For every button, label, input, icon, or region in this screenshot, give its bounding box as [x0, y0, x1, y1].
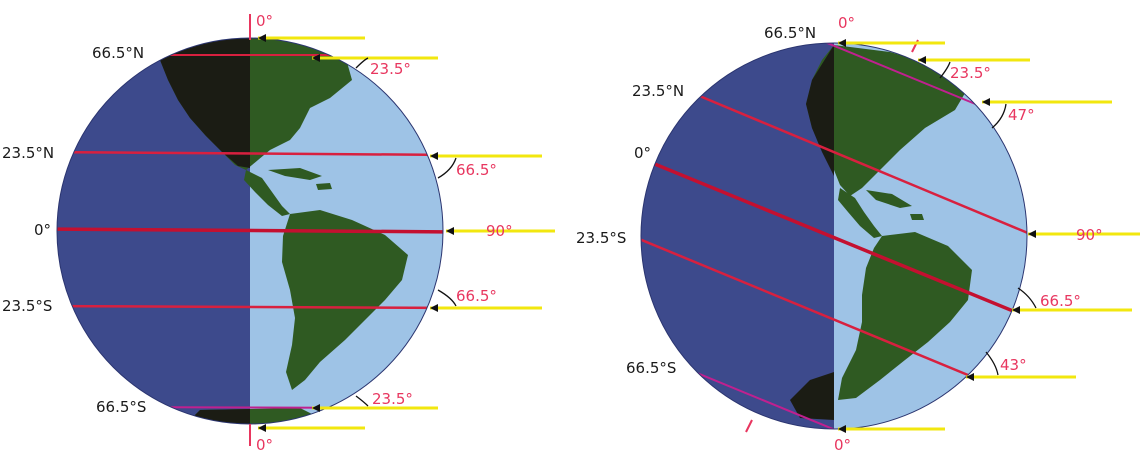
angle-arc	[355, 57, 369, 69]
equator-line	[57, 227, 443, 234]
latitude-line-66n	[819, 43, 991, 111]
right-label-23s: 23.5°S	[576, 229, 626, 247]
central-america-landmass	[838, 188, 882, 238]
equator-line	[641, 156, 1027, 320]
angle-arc	[355, 395, 369, 407]
left-label-23n: 23.5°N	[2, 144, 54, 162]
caribbean-islands	[268, 168, 332, 190]
right-globe: 66.5°N 23.5°N 0° 23.5°S 66.5°S 0° 23.5° …	[576, 14, 1140, 454]
angle-arc	[437, 289, 457, 307]
right-label-66n: 66.5°N	[764, 24, 816, 42]
angle-arc	[991, 103, 1007, 129]
latitude-line-23s	[57, 304, 443, 310]
angle-arc	[985, 351, 999, 376]
night-landmass-south	[190, 409, 250, 424]
sun-rays-right	[838, 39, 1140, 433]
latitude-line-23n	[689, 90, 1027, 238]
night-landmass	[150, 38, 250, 168]
right-angle-top: 0°	[838, 14, 855, 32]
right-label-23n: 23.5°N	[632, 82, 684, 100]
left-globe: 66.5°N 23.5°N 0° 23.5°S 66.5°S 0° 23.5° …	[2, 12, 555, 454]
sun-rays-left	[258, 34, 555, 432]
right-angle-bottom: 0°	[834, 436, 851, 454]
left-label-66n: 66.5°N	[92, 44, 144, 62]
latitude-line-23n	[57, 150, 443, 157]
caribbean-islands	[866, 190, 924, 220]
angle-arc	[939, 61, 951, 79]
night-landmass-south	[790, 372, 834, 420]
left-angle-23s: 66.5°	[456, 287, 497, 305]
right-angle-b: 47°	[1008, 106, 1035, 124]
left-angle-23n: 66.5°	[456, 161, 497, 179]
left-angle-eq: 90°	[486, 222, 513, 240]
right-angle-a: 23.5°	[950, 64, 991, 82]
left-label-66s: 66.5°S	[96, 398, 146, 416]
angle-arc	[437, 157, 457, 179]
south-america-landmass	[282, 210, 408, 390]
left-angle-66s: 23.5°	[372, 390, 413, 408]
right-angle-e: 43°	[1000, 356, 1027, 374]
right-label-eq: 0°	[634, 144, 651, 162]
central-america-landmass	[244, 170, 290, 216]
right-label-66s: 66.5°S	[626, 359, 676, 377]
axis-tick-south	[745, 419, 753, 433]
left-angle-66n: 23.5°	[370, 60, 411, 78]
south-america-landmass	[838, 232, 972, 400]
left-angle-bottom: 0°	[256, 436, 273, 454]
latitude-line-66s	[679, 365, 851, 429]
latitude-line-23s	[641, 234, 981, 382]
left-angle-top: 0°	[256, 12, 273, 30]
left-label-eq: 0°	[34, 221, 51, 239]
angle-arc	[1017, 287, 1037, 309]
left-label-23s: 23.5°S	[2, 297, 52, 315]
right-angle-c: 90°	[1076, 226, 1103, 244]
night-landmass	[806, 45, 834, 176]
right-angle-d: 66.5°	[1040, 292, 1081, 310]
